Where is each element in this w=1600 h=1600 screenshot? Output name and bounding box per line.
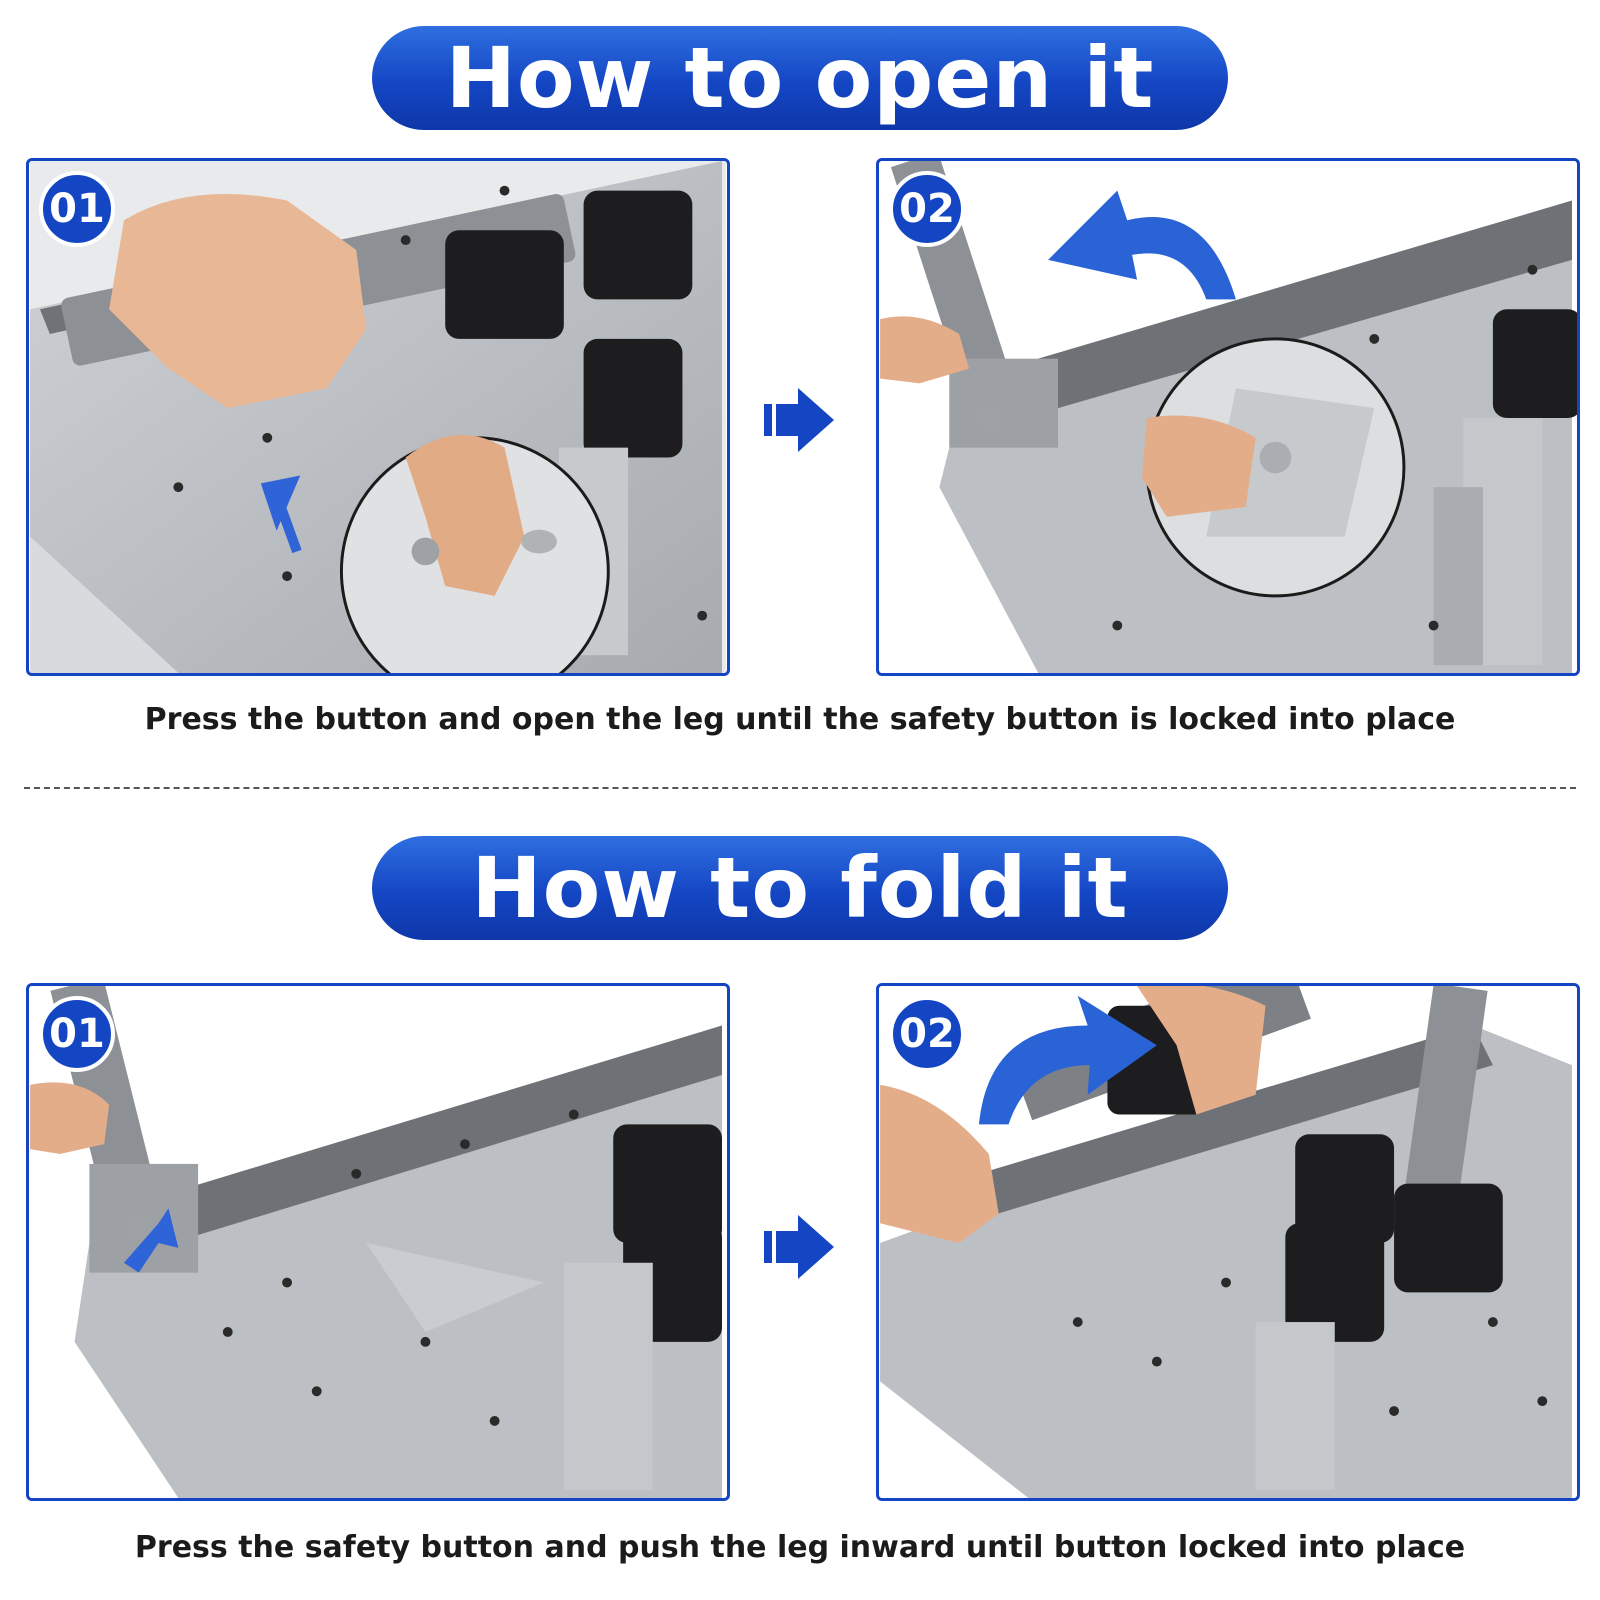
fold-section-title: How to fold it	[372, 836, 1228, 940]
fold-step-1-illustration	[30, 986, 726, 1498]
open-step-2-badge: 02	[889, 171, 965, 247]
up-arrow-icon	[260, 475, 302, 554]
fold-caption: Press the safety button and push the leg…	[134, 1530, 1466, 1565]
open-step-2-photo: 02	[876, 158, 1580, 676]
open-caption: Press the button and open the leg until …	[144, 702, 1456, 737]
section-divider	[24, 787, 1576, 789]
fold-step-1-badge: 01	[39, 996, 115, 1072]
fold-step-2-badge: 02	[889, 996, 965, 1072]
next-arrow-icon	[764, 388, 834, 452]
open-step-1-illustration	[30, 161, 726, 673]
open-step-1-badge: 01	[39, 171, 115, 247]
open-step-2-illustration	[880, 161, 1577, 673]
open-section-title: How to open it	[372, 26, 1228, 130]
up-arrow-icon	[123, 1208, 179, 1273]
open-step-1-photo: 01	[26, 158, 730, 676]
next-arrow-icon	[764, 1215, 834, 1279]
curved-arrow-icon	[978, 995, 1157, 1125]
fold-step-2-photo: 02	[876, 983, 1580, 1501]
curved-arrow-icon	[1048, 190, 1236, 300]
fold-step-2-illustration	[880, 986, 1576, 1498]
fold-step-1-photo: 01	[26, 983, 730, 1501]
